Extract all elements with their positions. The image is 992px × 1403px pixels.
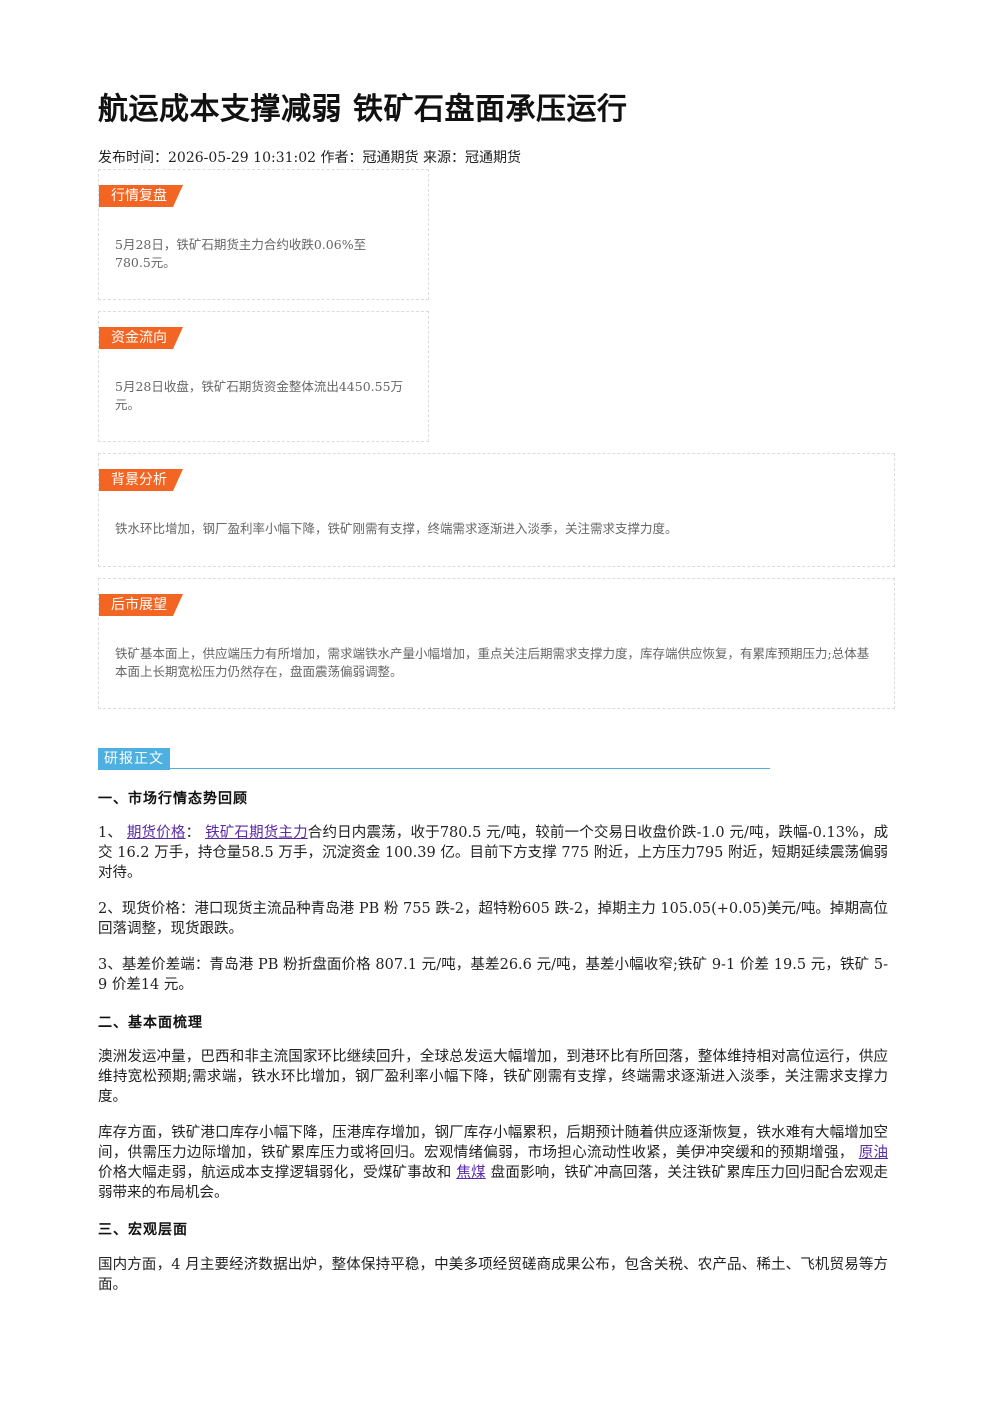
paragraph-spot-price: 2、现货价格：港口现货主流品种青岛港 PB 粉 755 跌-2，超特粉605 跌… <box>98 901 888 937</box>
section-heading-fundamentals: 二、基本面梳理 <box>98 1015 203 1031</box>
tag-fund-flow: 资金流向 <box>99 327 183 349</box>
link-coking-coal[interactable]: 焦煤 <box>456 1165 486 1181</box>
paragraph-basis-spread: 3、基差价差端：青岛港 PB 粉折盘面价格 807.1 元/吨，基差26.6 元… <box>98 957 888 993</box>
card-fund-flow: 资金流向 5月28日收盘，铁矿石期货资金整体流出4450.55万元。 <box>98 311 429 442</box>
tag-background: 背景分析 <box>99 469 183 491</box>
paragraph-futures-price: 1、 期货价格： 铁矿石期货主力合约日内震荡，收于780.5 元/吨，较前一个交… <box>98 823 888 883</box>
link-iron-ore-futures-main[interactable]: 铁矿石期货主力 <box>205 825 308 841</box>
p5-part-b: 价格大幅走弱，航运成本支撑逻辑弱化，受煤矿事故和 <box>98 1165 452 1181</box>
report-header: 研报正文 <box>98 748 770 770</box>
p1-prefix: 1、 <box>98 825 123 841</box>
card-market-review-text: 5月28日，铁矿石期货主力合约收跌0.06%至780.5元。 <box>115 237 367 270</box>
card-outlook: 后市展望 铁矿基本面上，供应端压力有所增加，需求端铁水产量小幅增加，重点关注后期… <box>98 578 895 709</box>
p5-part-a: 库存方面，铁矿港口库存小幅下降，压港库存增加，钢厂库存小幅累积，后期预计随着供应… <box>98 1125 888 1161</box>
p1-colon: ： <box>185 825 201 841</box>
tag-outlook: 后市展望 <box>99 594 183 616</box>
tag-market-review: 行情复盘 <box>99 185 183 207</box>
card-background-text: 铁水环比增加，钢厂盈利率小幅下降，铁矿刚需有支撑，终端需求逐渐进入淡季，关注需求… <box>115 521 678 536</box>
report-divider <box>168 768 770 769</box>
card-fund-flow-text: 5月28日收盘，铁矿石期货资金整体流出4450.55万元。 <box>115 379 404 412</box>
card-market-review: 行情复盘 5月28日，铁矿石期货主力合约收跌0.06%至780.5元。 <box>98 169 429 300</box>
card-outlook-text: 铁矿基本面上，供应端压力有所增加，需求端铁水产量小幅增加，重点关注后期需求支撑力… <box>115 646 870 679</box>
page-title: 航运成本支撑减弱 铁矿石盘面承压运行 <box>98 92 628 127</box>
paragraph-supply-demand: 澳洲发运冲量，巴西和非主流国家环比继续回升，全球总发运大幅增加，到港环比有所回落… <box>98 1049 888 1105</box>
link-futures-price[interactable]: 期货价格 <box>126 825 186 841</box>
p1-rest: 合约日内震荡，收于780.5 元/吨，较前一个交易日收盘价跌-1.0 元/吨，跌… <box>98 825 889 881</box>
paragraph-inventory: 库存方面，铁矿港口库存小幅下降，压港库存增加，钢厂库存小幅累积，后期预计随着供应… <box>98 1123 888 1203</box>
report-tag: 研报正文 <box>98 748 170 770</box>
card-background: 背景分析 铁水环比增加，钢厂盈利率小幅下降，铁矿刚需有支撑，终端需求逐渐进入淡季… <box>98 453 895 567</box>
p5-part-c: 盘面影响，铁矿冲高回落，关注铁矿累库压力回归配合宏观走弱带来的布局机会。 <box>98 1165 889 1201</box>
section-heading-market: 一、市场行情态势回顾 <box>98 791 248 807</box>
section-heading-macro: 三、宏观层面 <box>98 1222 188 1238</box>
paragraph-macro: 国内方面，4 月主要经济数据出炉，整体保持平稳，中美多项经贸磋商成果公布，包含关… <box>98 1257 888 1293</box>
link-crude-oil[interactable]: 原油 <box>858 1145 889 1161</box>
publish-meta: 发布时间：2026-05-29 10:31:02 作者：冠通期货 来源：冠通期货 <box>98 150 521 166</box>
